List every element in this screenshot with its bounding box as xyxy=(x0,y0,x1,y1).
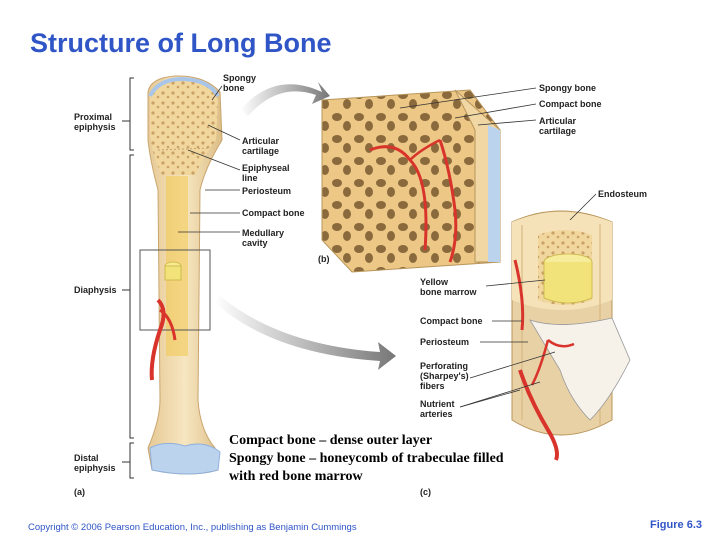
label-compact-bone-c: Compact bone xyxy=(420,316,483,326)
caption-line-3: with red bone marrow xyxy=(229,469,363,484)
leader-lines-a xyxy=(178,85,241,233)
panel-label-b: (b) xyxy=(318,254,330,264)
label-compact-bone-b: Compact bone xyxy=(539,99,602,109)
caption: Compact bone – dense outer layer Spongy … xyxy=(229,432,559,486)
caption-line-1: Compact bone – dense outer layer xyxy=(229,433,433,448)
bracket-lines xyxy=(122,77,134,479)
caption-line-2: Spongy bone – honeycomb of trabeculae fi… xyxy=(229,451,504,466)
label-periosteum-a: Periosteum xyxy=(242,186,291,196)
compact-bone-section-c xyxy=(511,210,631,461)
label-compact-bone-a: Compact bone xyxy=(242,208,305,218)
figure-number: Figure 6.3 xyxy=(650,519,702,531)
label-spongy-bone-b: Spongy bone xyxy=(539,83,596,93)
leader-lines-c xyxy=(459,193,597,408)
label-periosteum-c: Periosteum xyxy=(420,337,469,347)
arrow-to-c xyxy=(214,296,396,370)
arrow-to-b xyxy=(240,82,330,116)
long-bone-a xyxy=(139,75,223,475)
label-perforating-fibers: Perforating(Sharpey's)fibers xyxy=(420,361,469,391)
copyright-notice: Copyright © 2006 Pearson Education, Inc.… xyxy=(28,522,357,533)
page-title: Structure of Long Bone xyxy=(30,28,332,58)
panel-label-c: (c) xyxy=(420,487,431,497)
label-diaphysis: Diaphysis xyxy=(74,285,117,295)
panel-label-a: (a) xyxy=(74,487,85,497)
spongy-bone-block-b xyxy=(321,89,501,273)
label-endosteum: Endosteum xyxy=(598,189,647,199)
leader-lines-b xyxy=(399,87,537,126)
